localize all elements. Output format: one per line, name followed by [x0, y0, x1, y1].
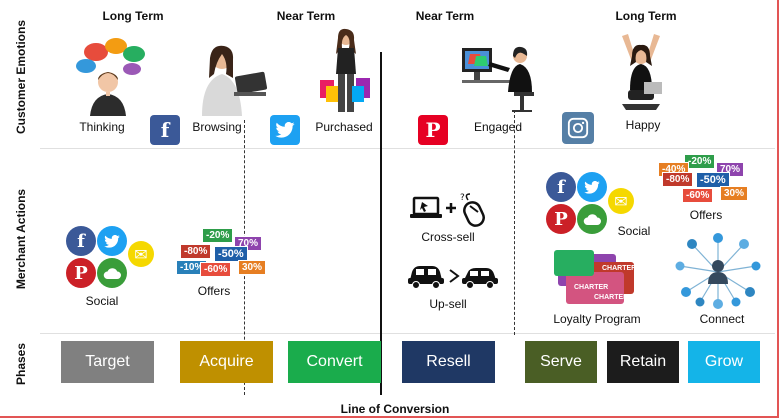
offers-tags-left: -20% 70% -80% -50% -10% -60% 30% [174, 228, 267, 280]
term-heading-2: Near Term [276, 9, 336, 23]
facebook-square-icon: f [150, 115, 180, 145]
discount-tag: -50% [214, 246, 248, 262]
phase-retain: Retain [607, 341, 679, 383]
emotion-purchased: Purchased [315, 120, 373, 134]
term-heading-3: Near Term [415, 9, 475, 23]
action-social-left: Social [85, 294, 119, 308]
discount-tag: -50% [696, 172, 730, 188]
phase-acquire: Acquire [180, 341, 273, 383]
facebook-icon: f [66, 226, 96, 256]
row-label-actions: Merchant Actions [14, 188, 28, 290]
action-cross-sell: Cross-sell [421, 230, 475, 244]
discount-tag: -60% [200, 262, 232, 277]
discount-tag: -80% [662, 172, 694, 187]
email-icon: ✉ [128, 241, 154, 267]
emotion-happy: Happy [625, 118, 661, 132]
thinking-person-illustration [72, 36, 152, 116]
email-icon: ✉ [608, 188, 634, 214]
loyalty-card-label: CHARTER [574, 284, 609, 291]
row-divider-1 [40, 148, 775, 149]
pinterest-square-icon: P [418, 115, 448, 145]
action-up-sell: Up-sell [429, 297, 467, 311]
pinterest-icon: P [546, 204, 576, 234]
phase-resell: Resell [402, 341, 495, 383]
browsing-person-illustration [196, 40, 272, 116]
svg-text:?: ? [460, 193, 465, 203]
twitter-icon [577, 172, 607, 202]
twitter-icon [97, 226, 127, 256]
phase-target: Target [61, 341, 154, 383]
discount-tag: -60% [682, 188, 714, 203]
phase-serve: Serve [525, 341, 597, 383]
discount-tag: -80% [180, 244, 212, 259]
emotion-browsing: Browsing [192, 120, 242, 134]
cross-sell-illustration: ? [410, 192, 490, 228]
cloud-icon [97, 258, 127, 288]
line-of-conversion-label: Line of Conversion [340, 402, 450, 416]
instagram-square-icon [562, 112, 594, 144]
connect-network-illustration [672, 232, 764, 310]
discount-tag: 30% [720, 186, 749, 201]
term-heading-1: Long Term [102, 9, 164, 23]
line-of-conversion-divider [380, 52, 382, 395]
pinterest-icon: P [66, 258, 96, 288]
shopping-person-illustration [318, 28, 372, 118]
action-connect: Connect [699, 312, 745, 326]
row-divider-2 [40, 333, 775, 334]
twitter-square-icon [270, 115, 300, 145]
action-offers-right: Offers [689, 208, 723, 222]
dashed-divider-right [514, 110, 515, 335]
offers-tags-right: -20% 70% -40% -80% -50% -60% 30% [656, 154, 749, 206]
phase-convert: Convert [288, 341, 381, 383]
action-offers-left: Offers [197, 284, 231, 298]
term-heading-4: Long Term [615, 9, 677, 23]
emotion-thinking: Thinking [79, 120, 125, 134]
loyalty-card-label: CHARTER [602, 265, 637, 272]
cloud-icon [577, 204, 607, 234]
up-sell-illustration [406, 260, 498, 290]
facebook-icon: f [546, 172, 576, 202]
emotion-engaged: Engaged [473, 120, 523, 134]
loyalty-cards-illustration: CHARTER CHARTER CHARTER [554, 250, 638, 308]
action-loyalty-program: Loyalty Program [553, 312, 641, 326]
discount-tag: 30% [238, 260, 267, 275]
happy-person-illustration [614, 32, 668, 112]
action-social-right: Social [617, 224, 651, 238]
phase-grow: Grow [688, 341, 760, 383]
discount-tag: -20% [684, 154, 716, 169]
loyalty-card-label: CHARTER [594, 294, 629, 301]
row-label-phases: Phases [14, 342, 28, 386]
row-label-emotions: Customer Emotions [14, 20, 28, 135]
engaged-person-illustration [458, 42, 544, 114]
discount-tag: -20% [202, 228, 234, 243]
